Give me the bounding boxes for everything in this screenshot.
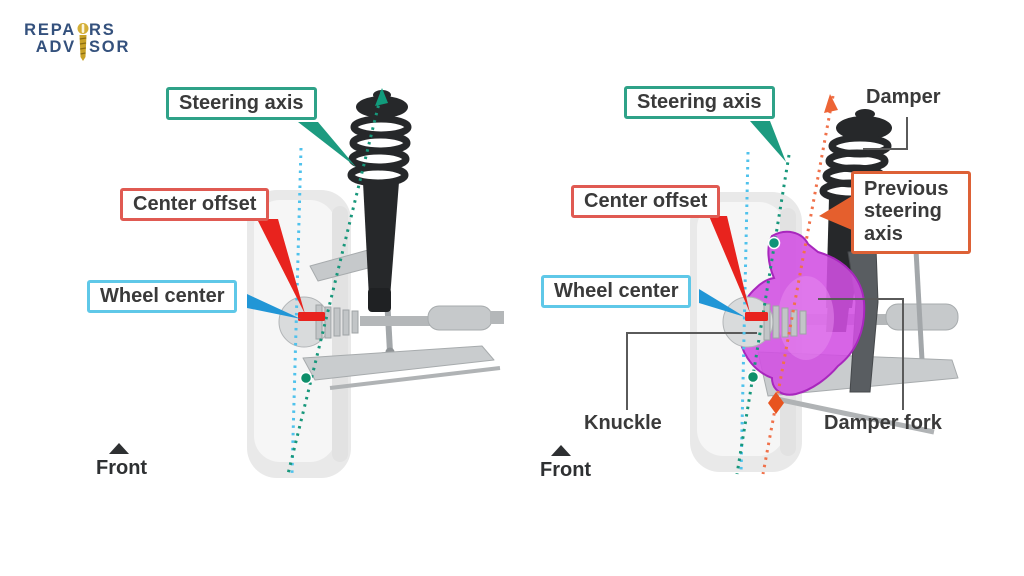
knuckle-label: Knuckle	[584, 412, 662, 434]
right-front-arrow-icon	[551, 445, 571, 456]
knuckle-leader-line	[626, 332, 757, 410]
left-steering-axis-line	[286, 90, 384, 475]
left-vertical-axis-line	[290, 147, 303, 475]
previous-steering-axis-pointer	[819, 196, 852, 230]
right-center-offset-text: Center offset	[584, 190, 708, 212]
damper-label: Damper	[866, 86, 941, 108]
left-suspension-parts	[302, 201, 504, 390]
right-steering-axis-line	[735, 154, 791, 475]
left-steering-axis-pointer	[298, 122, 356, 167]
logo-text-rs: RS	[89, 21, 116, 39]
screw-icon	[77, 23, 89, 61]
right-previous-axis-arrowhead	[824, 94, 838, 113]
left-center-offset-pointer	[257, 219, 305, 314]
damper-leader-line	[863, 117, 908, 150]
right-wheel-center-label: Wheel center	[541, 275, 692, 309]
right-center-offset-label: Center offset	[571, 185, 721, 219]
left-hub	[278, 296, 359, 348]
right-wheel-center-pointer	[699, 289, 745, 317]
left-wheel-center-label: Wheel center	[87, 280, 238, 314]
previous-steering-axis-label: Previous steering axis	[851, 171, 971, 255]
damper-fork-label: Damper fork	[824, 412, 942, 434]
left-steering-axis-text: Steering axis	[179, 92, 304, 114]
left-center-offset-label: Center offset	[120, 188, 270, 222]
logo-line-1: REPA RS	[20, 22, 140, 39]
logo-line-2: ADV SOR	[20, 39, 140, 56]
right-wheel-center-text: Wheel center	[554, 280, 679, 302]
right-front-label: Front	[540, 459, 592, 481]
left-steering-axis-label: Steering axis	[166, 87, 317, 121]
right-lower-ball-joint-dot	[746, 370, 760, 384]
right-previous-axis-lower-marker	[768, 392, 784, 414]
left-ball-joint-dot	[299, 371, 313, 385]
right-upper-ball-joint-dot	[767, 236, 781, 250]
right-center-offset-bar	[745, 312, 768, 321]
logo-text-repa: REPA	[24, 21, 76, 39]
left-steering-axis-arrowhead	[375, 88, 388, 106]
right-steering-axis-text: Steering axis	[637, 91, 762, 113]
left-strut	[347, 90, 412, 312]
left-diagram-graphic	[247, 88, 504, 478]
right-center-offset-pointer	[709, 216, 750, 313]
left-front-label: Front	[96, 457, 148, 479]
left-front-arrow-icon	[109, 443, 129, 454]
left-wheel-center-pointer	[247, 294, 301, 319]
left-wheel-center-text: Wheel center	[100, 285, 225, 307]
damper-fork-leader-line	[818, 298, 904, 410]
logo-text-adv: ADV	[35, 38, 76, 56]
right-steering-axis-pointer	[750, 121, 786, 162]
left-center-offset-bar	[298, 312, 325, 321]
repairs-advisor-logo: REPA RS ADV SOR	[20, 22, 140, 66]
right-vertical-axis-line	[739, 151, 750, 475]
logo-text-sor: SOR	[89, 38, 131, 56]
left-center-offset-text: Center offset	[133, 193, 257, 215]
right-steering-axis-label: Steering axis	[624, 86, 775, 120]
previous-steering-axis-text: Previous steering axis	[864, 178, 949, 245]
